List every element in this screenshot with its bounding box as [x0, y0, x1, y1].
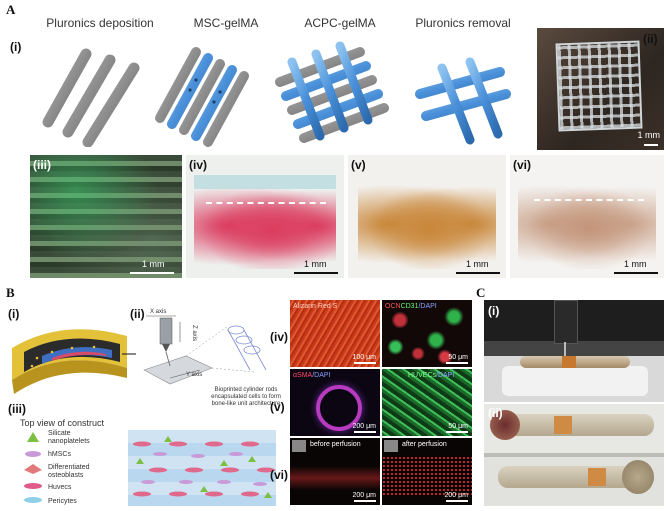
scaffold-schematics	[42, 41, 511, 147]
label-a-v: (v)	[351, 158, 366, 172]
panel-letter-a: A	[6, 2, 16, 17]
scale-label-b-v-right: 50 μm	[448, 423, 468, 430]
label-a-iv: (iv)	[189, 158, 207, 172]
msc-gelma-rods-icon	[155, 47, 249, 147]
scale-label-a-iv: 1 mm	[304, 259, 327, 269]
scale-label-a-iii: 1 mm	[142, 259, 165, 269]
osteoblast-icon	[24, 464, 42, 474]
tile-after-perfusion: after perfusion 200 μm	[382, 438, 472, 505]
micrograph-a-iii: (iii) 1 mm	[30, 155, 182, 278]
micrograph-a-v: (v) 1 mm	[348, 155, 506, 278]
scale-label-a-vi: 1 mm	[624, 259, 647, 269]
axis-label-x: X axis	[150, 309, 167, 315]
scale-label-a-ii: 1 mm	[637, 130, 661, 140]
step-title-pluronics-removal: Pluronics removal	[415, 16, 511, 30]
label-b-v: (v)	[270, 400, 285, 414]
scaffold-gel-square	[555, 40, 643, 132]
scaffold-photo: (ii) 1 mm	[537, 28, 664, 150]
label-c-ii: (ii)	[488, 406, 503, 420]
micrograph-a-vi: (vi) 1 mm	[510, 155, 664, 278]
scale-label-a-v: 1 mm	[466, 259, 489, 269]
scale-bar-a-vi	[614, 272, 658, 274]
panel-letter-b: B	[6, 285, 15, 300]
silicate-nanoplatelet-icon	[27, 432, 39, 442]
axis-label-y: Y axis	[186, 372, 203, 378]
scale-bar-a-iv	[294, 272, 338, 274]
step-title-msc-gelma: MSC-gelMA	[193, 16, 259, 30]
tile-label-huvecs: HUVECs/DAPI	[408, 372, 455, 379]
legend-huvecs: Huvecs	[48, 484, 72, 491]
tile-label-alizarin: Alizarin Red S	[293, 303, 338, 310]
scale-bar-a-iii	[130, 272, 174, 274]
micrograph-a-iv: (iv) 1 mm	[186, 155, 344, 278]
panel-letter-c: C	[476, 285, 486, 300]
tile-asma: αSMA/DAPI 200 μm	[290, 369, 380, 436]
label-a-ii: (ii)	[643, 32, 658, 46]
legend-silicate: Silicate nanoplatelets	[48, 430, 90, 445]
top-view-title: Top view of construct	[20, 418, 105, 428]
tile-alizarin-red: Alizarin Red S 100 μm	[290, 300, 380, 367]
axis-label-z: Z axis	[191, 324, 198, 342]
pluronics-removed-lattice-icon	[415, 57, 511, 145]
huvec-icon	[24, 483, 42, 489]
tile-label-before: before perfusion	[310, 441, 361, 448]
label-b-vi: (vi)	[270, 468, 288, 482]
tile-ocn-cd31: OCNCD31/DAPI 50 μm	[382, 300, 472, 367]
printer-schematic	[143, 315, 267, 385]
bioprint-caption: Bioprinted cylinder rods encapsulated ce…	[211, 387, 281, 407]
scale-label-b-iv-right: 50 μm	[448, 354, 468, 361]
tile-before-perfusion: before perfusion 200 μm	[290, 438, 380, 505]
legend-osteoblasts: Differentiated osteoblasts	[48, 464, 90, 479]
label-b-iv: (iv)	[270, 330, 288, 344]
legend-icons	[24, 432, 42, 503]
label-c-i: (i)	[488, 304, 500, 318]
scale-bar-a-v	[456, 272, 500, 274]
label-a-vi: (vi)	[513, 158, 531, 172]
tile-label-after: after perfusion	[402, 441, 447, 448]
tile-label-asma: αSMA/DAPI	[293, 372, 331, 379]
hmsc-icon	[25, 451, 41, 457]
pluronics-rods-icon	[42, 48, 140, 147]
bone-cylinder-illustration	[12, 329, 136, 394]
label-a-i: (i)	[10, 40, 22, 54]
scale-label-b-v-left: 200 μm	[352, 423, 377, 430]
label-b-i: (i)	[8, 307, 20, 321]
top-view-construct	[128, 430, 276, 506]
photo-c-ii-bone: (ii)	[484, 404, 664, 506]
step-title-pluronics-deposition: Pluronics deposition	[46, 16, 154, 30]
label-a-iii: (iii)	[33, 158, 51, 172]
label-b-iii: (iii)	[8, 402, 26, 416]
scale-label-b-vi-left: 200 μm	[352, 492, 377, 499]
scale-label-b-iv-left: 100 μm	[352, 354, 377, 361]
acpc-gelma-lattice-icon	[275, 41, 389, 143]
scale-bar-a-ii	[644, 144, 658, 146]
tile-huvecs: HUVECs/DAPI 50 μm	[382, 369, 472, 436]
scale-label-b-vi-right: 200 μm	[444, 492, 469, 499]
legend-pericytes: Pericytes	[48, 498, 77, 505]
legend-hmscs: hMSCs	[48, 451, 71, 458]
tile-label-ocn-cd31: OCNCD31/DAPI	[385, 303, 437, 310]
label-b-ii: (ii)	[130, 307, 145, 321]
photo-c-i-bioprinter: (i)	[484, 300, 664, 402]
step-title-acpc-gelma: ACPC-gelMA	[304, 16, 376, 30]
pericyte-icon	[24, 497, 42, 503]
